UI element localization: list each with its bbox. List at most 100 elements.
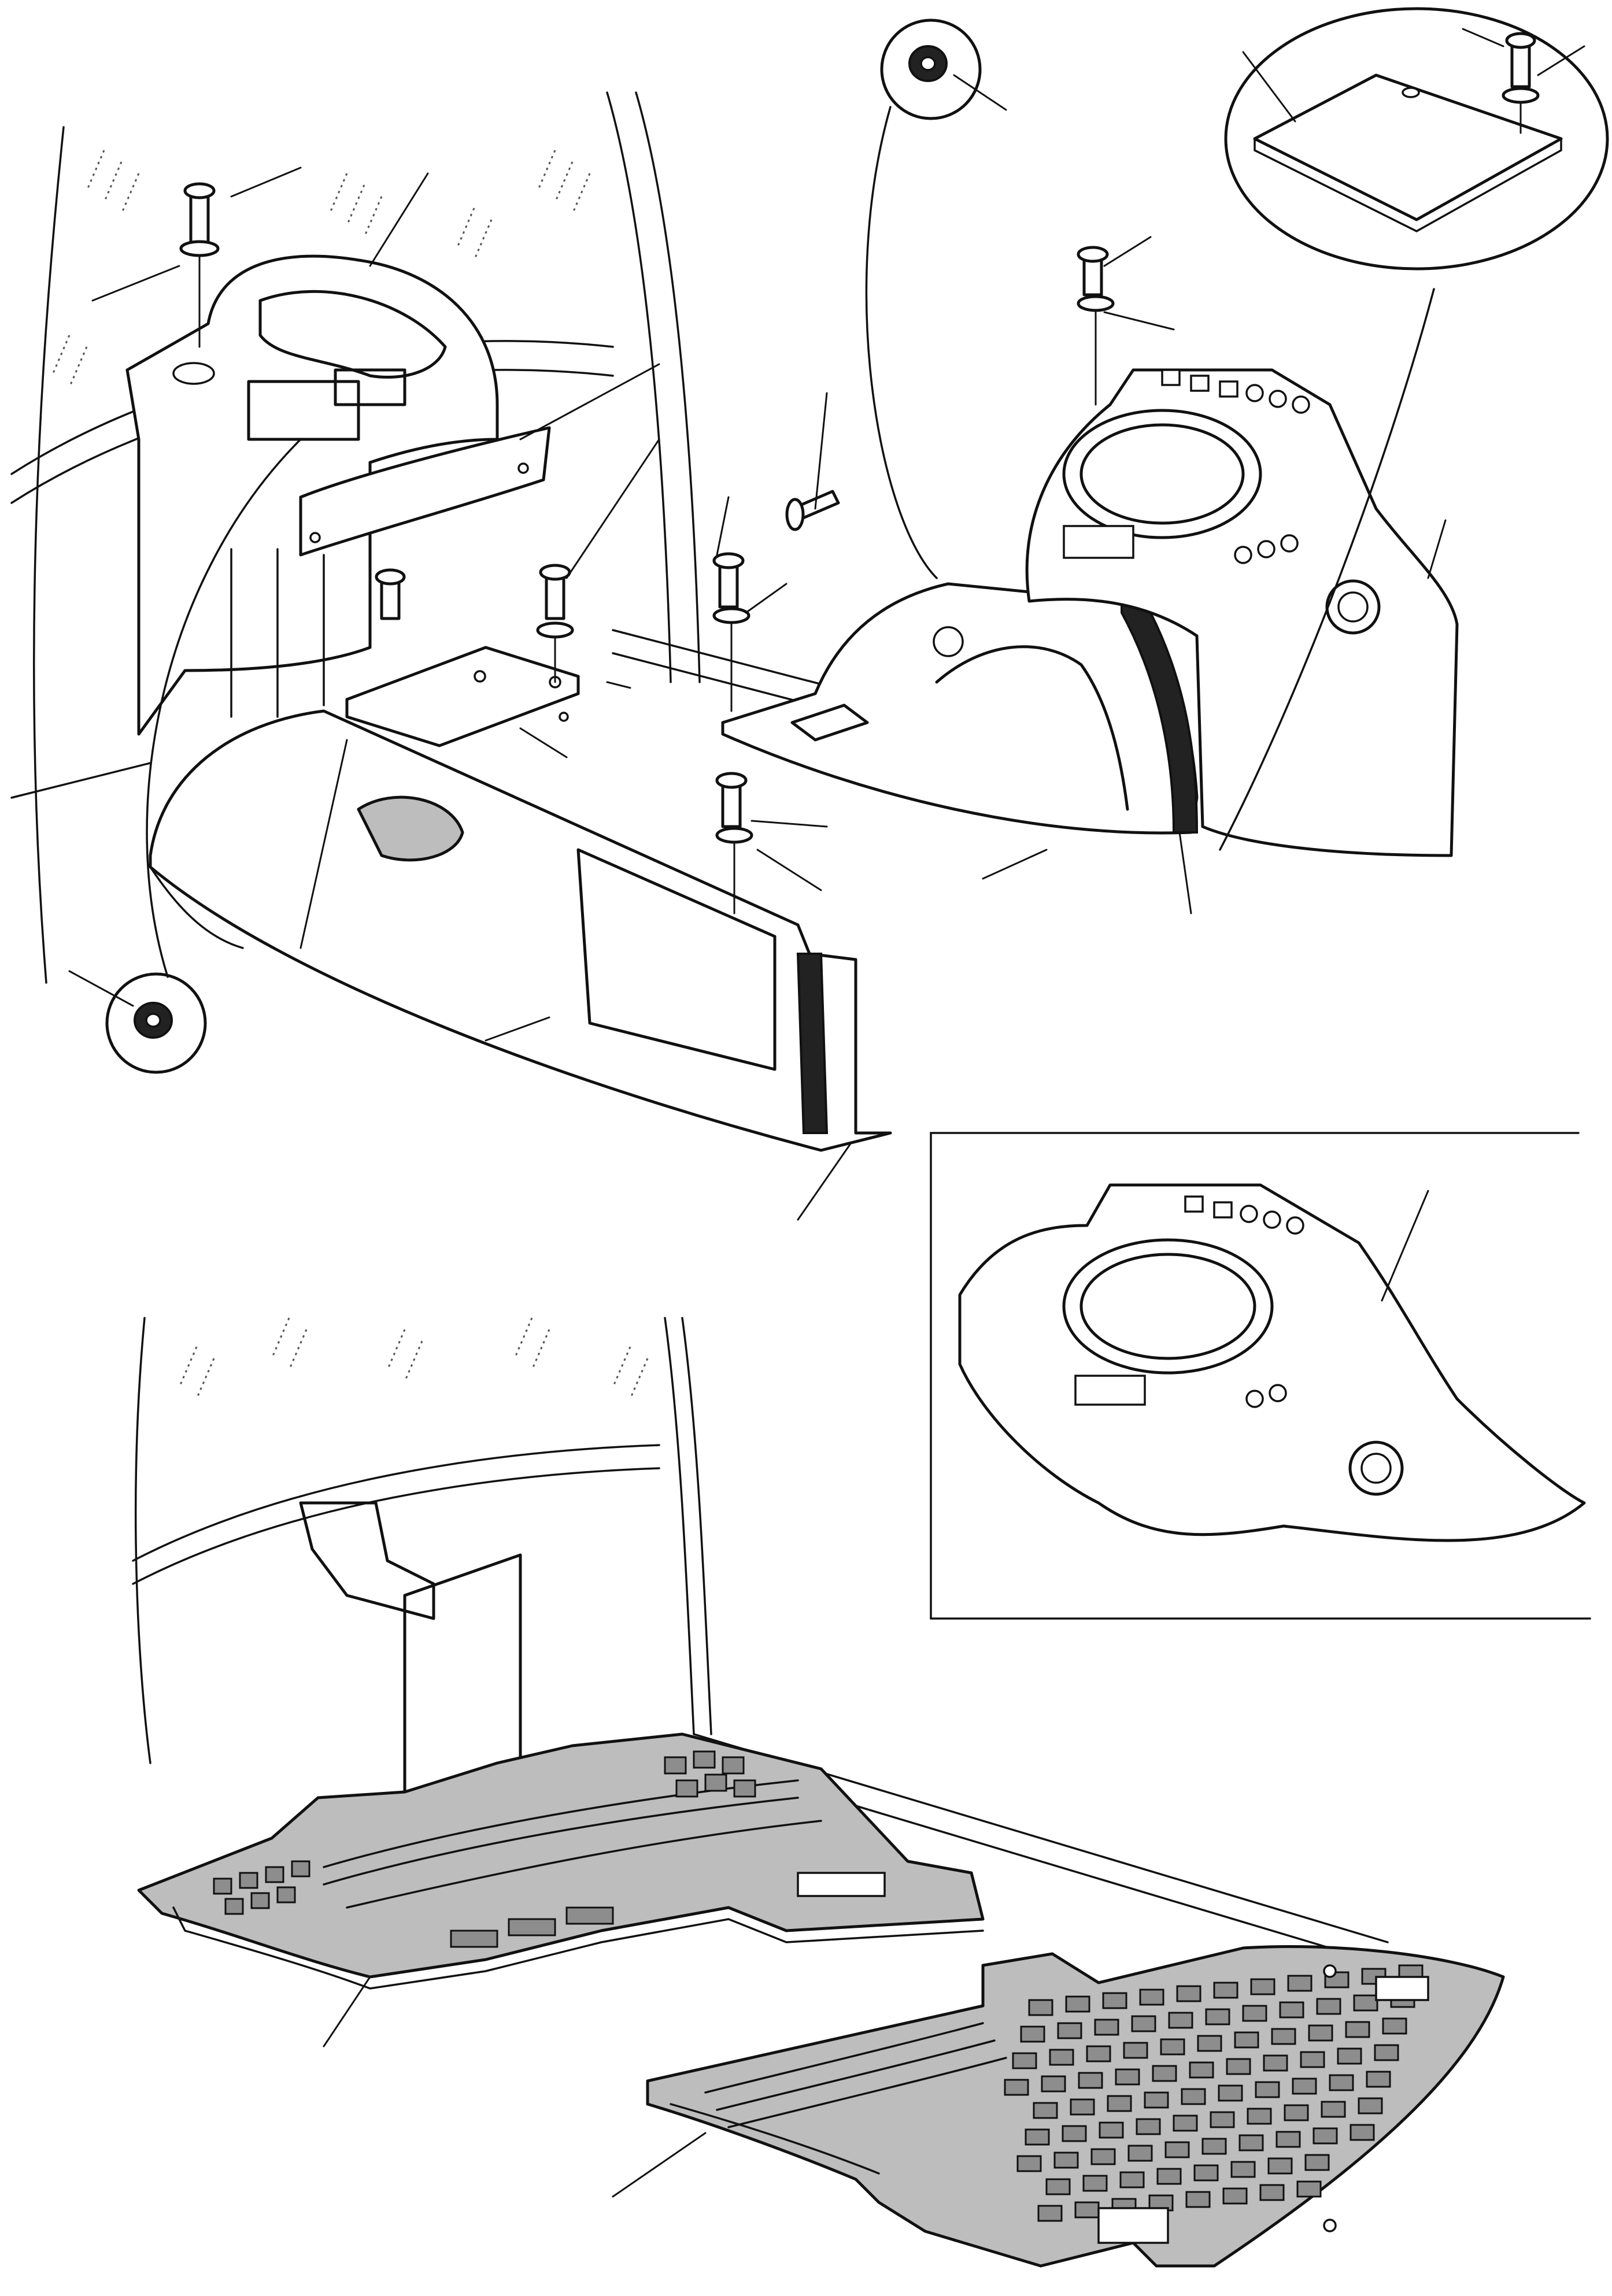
mat-drain-cell	[1324, 1971, 1350, 1988]
mat-drain-cell	[1210, 2111, 1235, 2128]
mat-drain-cell	[1189, 2061, 1214, 2079]
mat-drain-cell	[1292, 2077, 1317, 2095]
mat-drain-cell	[1123, 2042, 1148, 2059]
mat-drain-cell	[1284, 2104, 1309, 2121]
detail-view	[930, 1132, 1591, 1620]
mat-drain-cell	[1250, 1978, 1275, 1995]
mat-drain-cell	[1173, 2114, 1198, 2132]
mat-drain-cell	[1296, 2180, 1322, 2198]
mat-drain-cell	[1275, 2131, 1301, 2148]
grommet-detail-left	[68, 438, 302, 1074]
mat-drain-cell	[1234, 2031, 1259, 2049]
mat-drain-cell	[1358, 2097, 1383, 2114]
side-cover	[721, 582, 1199, 835]
cover-plate-detail	[1219, 7, 1609, 851]
washer	[715, 827, 753, 844]
mat-drain-cell	[1279, 2001, 1304, 2019]
mat-drain-cell	[1176, 1985, 1201, 2002]
console-housing	[1025, 368, 1459, 857]
mat-drain-cell	[1156, 2168, 1182, 2185]
mat-drain-cell	[1312, 2127, 1338, 2145]
mat-drain-cell	[1020, 2025, 1045, 2043]
mat-drain-cell	[1078, 2072, 1103, 2089]
screw	[1077, 246, 1115, 406]
mat-drain-cell	[1242, 2005, 1267, 2022]
mat-drain-cell	[1329, 2074, 1354, 2091]
mat-drain-cell	[1139, 1988, 1164, 2006]
mat-drain-cell	[1131, 2015, 1156, 2032]
screw	[536, 564, 574, 683]
mat-drain-cell	[1308, 2024, 1333, 2042]
screw	[375, 568, 406, 620]
mat-drain-cell	[1004, 2079, 1029, 2096]
mat-drain-cell	[1316, 1998, 1341, 2015]
mat-drain-cell	[1107, 2095, 1132, 2112]
washer	[536, 621, 574, 639]
mat-drain-cell	[1247, 2108, 1272, 2125]
mat-drain-cell	[1382, 2017, 1407, 2035]
mat-drain-cell	[1102, 1992, 1127, 2009]
mat-drain-cell	[1016, 2155, 1042, 2172]
front-floor-mat	[646, 1945, 1505, 2268]
mat-drain-cell	[1136, 2118, 1161, 2135]
screw	[712, 552, 750, 712]
mat-drain-cell	[1041, 2075, 1066, 2093]
mat-drain-cell	[1152, 2065, 1177, 2082]
mat-drain-cell	[1259, 2184, 1285, 2201]
mat-drain-cell	[1164, 2141, 1190, 2158]
leader-lines-lower	[323, 1976, 707, 2198]
screw	[785, 490, 840, 531]
grommet-detail-top	[865, 18, 1007, 579]
mat-drain-cell	[1300, 2051, 1325, 2068]
screw-and-washer-stacks	[179, 182, 1115, 914]
mat-drain-cell	[1337, 2047, 1362, 2065]
rear-panel	[149, 709, 892, 1152]
mat-drain-cell	[1267, 2157, 1293, 2175]
mat-drain-cell	[1062, 2125, 1087, 2142]
mat-drain-cell	[1321, 2101, 1346, 2118]
mat-drain-cell	[1271, 2028, 1296, 2045]
mat-drain-cell	[1053, 2151, 1079, 2169]
washer	[1077, 295, 1115, 312]
mat-drain-cell	[1028, 1999, 1053, 2016]
screw	[715, 772, 753, 914]
mat-drain-cell	[1366, 2071, 1391, 2088]
mat-drain-cell	[1226, 2058, 1251, 2075]
mat-drain-cell	[1082, 2175, 1108, 2192]
mat-drain-cell	[1033, 2102, 1058, 2119]
mat-drain-cell	[1119, 2171, 1145, 2188]
mat-drain-cell	[1238, 2134, 1264, 2151]
mat-drain-cell	[1045, 2178, 1071, 2195]
floor-bracket	[345, 646, 580, 747]
mat-drain-cell	[1197, 2035, 1222, 2052]
mat-drain-cell	[1090, 2148, 1116, 2165]
mat-drain-cell	[1230, 2161, 1256, 2178]
washer	[179, 240, 220, 257]
mat-drain-cell	[1160, 2038, 1185, 2056]
mat-drain-cell	[1094, 2019, 1119, 2036]
mat-drain-cell	[1012, 2052, 1037, 2069]
rear-floor-mat	[137, 1732, 985, 1990]
mat-drain-cell	[1127, 2145, 1153, 2162]
mat-drain-cell	[1350, 2124, 1375, 2141]
mat-drain-cell	[1070, 2098, 1095, 2116]
leader-lines	[91, 28, 1585, 1221]
mat-drain-cell	[1213, 1982, 1238, 1999]
mat-drain-cell	[1263, 2054, 1288, 2072]
mat-drain-cell	[1287, 1975, 1312, 1992]
mat-drain-cell	[1181, 2088, 1206, 2105]
mat-drain-cell	[1025, 2128, 1050, 2146]
mat-drain-cell	[1185, 2191, 1211, 2208]
mat-drain-cell	[1353, 1994, 1378, 2012]
mat-drain-cell	[1218, 2084, 1243, 2102]
mat-drain-cell	[1193, 2164, 1219, 2182]
mat-drain-cell	[1099, 2121, 1124, 2139]
mat-drain-cell	[1201, 2138, 1227, 2155]
washer	[712, 607, 750, 624]
mat-drain-cell	[1374, 2044, 1399, 2061]
washer	[1502, 87, 1540, 104]
mat-drain-cell	[1086, 2045, 1111, 2062]
mat-drain-cell	[1222, 2187, 1248, 2205]
trim-panel	[299, 426, 551, 557]
